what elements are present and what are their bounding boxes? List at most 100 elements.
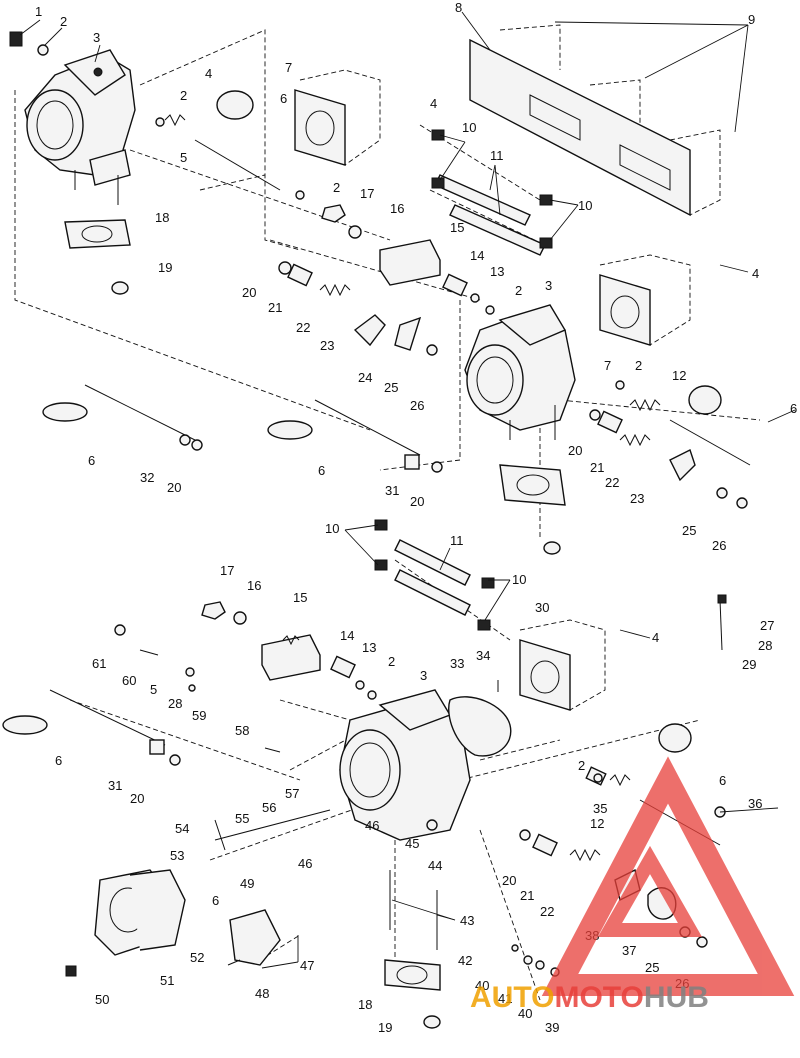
callout-2: 2: [60, 14, 67, 29]
callout-7: 7: [285, 60, 292, 75]
callout-59: 59: [192, 708, 206, 723]
callout-15: 15: [293, 590, 307, 605]
callout-22: 22: [605, 475, 619, 490]
callout-42: 42: [458, 953, 472, 968]
watermark-auto: AUTO: [470, 981, 554, 1014]
callout-44: 44: [428, 858, 442, 873]
watermark-triangle-icon: [541, 756, 795, 996]
callout-50: 50: [95, 992, 109, 1007]
callout-35: 35: [593, 801, 607, 816]
callout-20: 20: [130, 791, 144, 806]
callout-3: 3: [545, 278, 552, 293]
callout-20: 20: [242, 285, 256, 300]
callout-6: 6: [280, 91, 287, 106]
callout-13: 13: [490, 264, 504, 279]
callout-17: 17: [360, 186, 374, 201]
callout-3: 3: [93, 30, 100, 45]
callout-19: 19: [378, 1020, 392, 1035]
callout-18: 18: [155, 210, 169, 225]
callout-25: 25: [384, 380, 398, 395]
callout-4: 4: [205, 66, 212, 81]
callout-30: 30: [535, 600, 549, 615]
callout-26: 26: [410, 398, 424, 413]
callout-25: 25: [682, 523, 696, 538]
callout-22: 22: [540, 904, 554, 919]
callout-60: 60: [122, 673, 136, 688]
callout-4: 4: [652, 630, 659, 645]
callout-21: 21: [268, 300, 282, 315]
callout-33: 33: [450, 656, 464, 671]
callout-9: 9: [748, 12, 755, 27]
callout-55: 55: [235, 811, 249, 826]
callout-6: 6: [88, 453, 95, 468]
callout-46: 46: [298, 856, 312, 871]
callout-19: 19: [158, 260, 172, 275]
callout-18: 18: [358, 997, 372, 1012]
callout-11: 11: [450, 533, 464, 548]
callout-2: 2: [635, 358, 642, 373]
callout-20: 20: [568, 443, 582, 458]
callout-53: 53: [170, 848, 184, 863]
callout-56: 56: [262, 800, 276, 815]
callout-20: 20: [410, 494, 424, 509]
callout-10: 10: [512, 572, 526, 587]
callout-10: 10: [578, 198, 592, 213]
callout-22: 22: [296, 320, 310, 335]
callout-15: 15: [450, 220, 464, 235]
callout-37: 37: [622, 943, 636, 958]
callout-14: 14: [470, 248, 484, 263]
callout-57: 57: [285, 786, 299, 801]
callout-5: 5: [180, 150, 187, 165]
callout-34: 34: [476, 648, 490, 663]
callout-28: 28: [758, 638, 772, 653]
callout-labels: 1 2 3 4 2 5 6 7 4 8 9 10 11 10 2 17 16 1…: [35, 0, 797, 1035]
callout-10: 10: [462, 120, 476, 135]
callout-12: 12: [672, 368, 686, 383]
mounting-plate: [469, 24, 721, 217]
callout-25: 25: [645, 960, 659, 975]
callout-6: 6: [212, 893, 219, 908]
callout-4: 4: [752, 266, 759, 281]
watermark-logo: [541, 756, 795, 996]
callout-10: 10: [325, 521, 339, 536]
carburetor-lower: [94, 619, 606, 991]
callout-6: 6: [318, 463, 325, 478]
callout-21: 21: [590, 460, 604, 475]
watermark-moto: MOTO: [554, 981, 643, 1014]
callout-27: 27: [760, 618, 774, 633]
callout-52: 52: [190, 950, 204, 965]
callout-29: 29: [742, 657, 756, 672]
callout-4: 4: [430, 96, 437, 111]
callout-61: 61: [92, 656, 106, 671]
callout-6: 6: [719, 773, 726, 788]
callout-41: 41: [498, 991, 512, 1006]
carburetor-middle: [464, 254, 691, 506]
callout-16: 16: [247, 578, 261, 593]
callout-48: 48: [255, 986, 269, 1001]
callout-40: 40: [518, 1006, 532, 1021]
callout-46: 46: [365, 818, 379, 833]
callout-26: 26: [712, 538, 726, 553]
callout-6: 6: [55, 753, 62, 768]
callout-17: 17: [220, 563, 234, 578]
callout-6: 6: [790, 401, 797, 416]
callout-1: 1: [35, 4, 42, 19]
callout-24: 24: [358, 370, 372, 385]
callout-45: 45: [405, 836, 419, 851]
callout-23: 23: [320, 338, 334, 353]
callout-23: 23: [630, 491, 644, 506]
callout-leaders: [19, 11, 796, 969]
callout-16: 16: [390, 201, 404, 216]
callout-39: 39: [545, 1020, 559, 1035]
callout-51: 51: [160, 973, 174, 988]
callout-20: 20: [502, 873, 516, 888]
callout-14: 14: [340, 628, 354, 643]
callout-20: 20: [167, 480, 181, 495]
svg-text:AUTOMOTOHUB: AUTOMOTOHUB: [470, 981, 709, 1014]
callout-32: 32: [140, 470, 154, 485]
callout-2: 2: [180, 88, 187, 103]
callout-8: 8: [455, 0, 462, 15]
watermark-hub: HUB: [644, 981, 709, 1014]
callout-12: 12: [590, 816, 604, 831]
